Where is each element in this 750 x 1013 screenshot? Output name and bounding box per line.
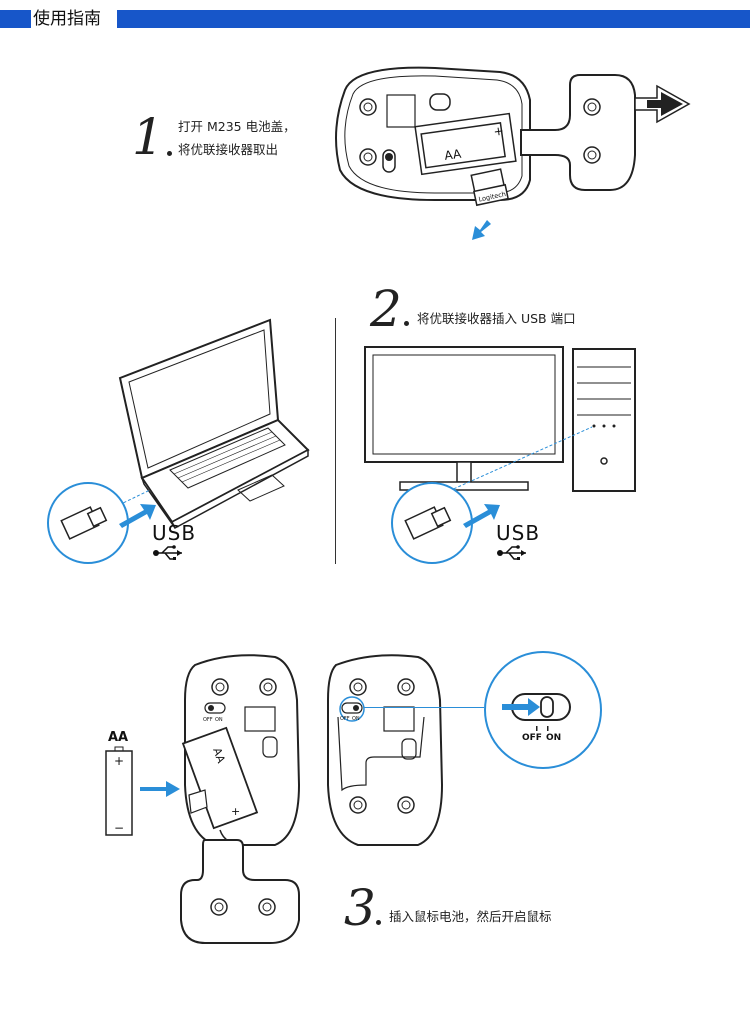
battery-label: AA [443, 147, 462, 163]
battery [181, 726, 259, 830]
switch-off-label: OFF [522, 733, 542, 743]
usb-icon [153, 545, 182, 560]
arrow-right-icon [502, 698, 540, 716]
callout-line [364, 707, 484, 708]
battery-type-label: AA [108, 730, 128, 745]
laptop-illustration [91, 318, 310, 530]
switch-zoom-callout: OFF ON [484, 651, 602, 769]
arrow-insert-icon [463, 504, 500, 528]
svg-text:OFF: OFF [340, 716, 350, 722]
laptop-port-callout [47, 482, 156, 564]
step-1-dot [167, 151, 172, 156]
monitor-screen [372, 354, 556, 455]
desktop-illustration [364, 346, 636, 495]
page-title: 使用指南 [33, 9, 101, 29]
step-3-number: 3 [344, 879, 376, 937]
aa-battery [105, 750, 133, 836]
usb-icon [497, 545, 526, 560]
power-switch [382, 149, 396, 173]
battery-cover [180, 839, 300, 944]
page-header: 使用指南 [0, 8, 750, 30]
monitor-stand [456, 461, 472, 483]
step-3-dot [376, 920, 381, 925]
switch-highlight [339, 696, 365, 722]
step-1-line-2: 将优联接收器取出 [178, 142, 279, 157]
svg-text:ON: ON [352, 716, 360, 722]
mouse-open-illustration: OFF ON AA + [180, 654, 301, 944]
step-1-line-1: 打开 M235 电池盖， [178, 119, 296, 134]
header-left-bar [0, 10, 31, 28]
switch-on-label: ON [546, 733, 561, 743]
pc-tower [572, 348, 636, 492]
svg-text:+: + [493, 124, 505, 139]
arrow-down-icon [472, 220, 491, 240]
step-1-illustration: AA + Logitech [335, 66, 691, 240]
step-2-dot [404, 321, 409, 326]
usb-label-left: USB [152, 521, 197, 545]
screw-hole [359, 98, 377, 116]
svg-text:AA: AA [210, 746, 228, 765]
step-2-line-1: 将优联接收器插入 USB 端口 [417, 311, 576, 326]
step-3-line-1: 插入鼠标电池，然后开启鼠标 [389, 909, 552, 924]
screw-hole [359, 148, 377, 166]
power-switch [341, 702, 363, 714]
desktop-port-callout [391, 482, 500, 564]
battery-cover [520, 74, 636, 191]
arrow-insert-battery-icon [140, 781, 180, 797]
section-divider [335, 318, 336, 564]
usb-label-right: USB [496, 521, 541, 545]
sensor-window [386, 94, 416, 128]
laptop-touchpad [237, 474, 285, 502]
svg-text:+: + [231, 805, 240, 818]
step-2-number: 2 [370, 280, 402, 338]
svg-text:+: + [114, 754, 124, 768]
svg-text:−: − [114, 821, 124, 835]
svg-text:OFF: OFF [203, 717, 213, 723]
svg-text:ON: ON [215, 717, 223, 723]
step-1-number: 1 [132, 108, 164, 166]
header-right-bar [117, 10, 750, 28]
aa-battery-illustration: AA + − [105, 730, 133, 836]
arrow-insert-icon [119, 504, 156, 528]
monitor [364, 346, 564, 463]
battery [420, 122, 506, 169]
mouse-body-outline [327, 654, 444, 846]
mouse-closed-illustration: OFF ON [327, 654, 444, 846]
